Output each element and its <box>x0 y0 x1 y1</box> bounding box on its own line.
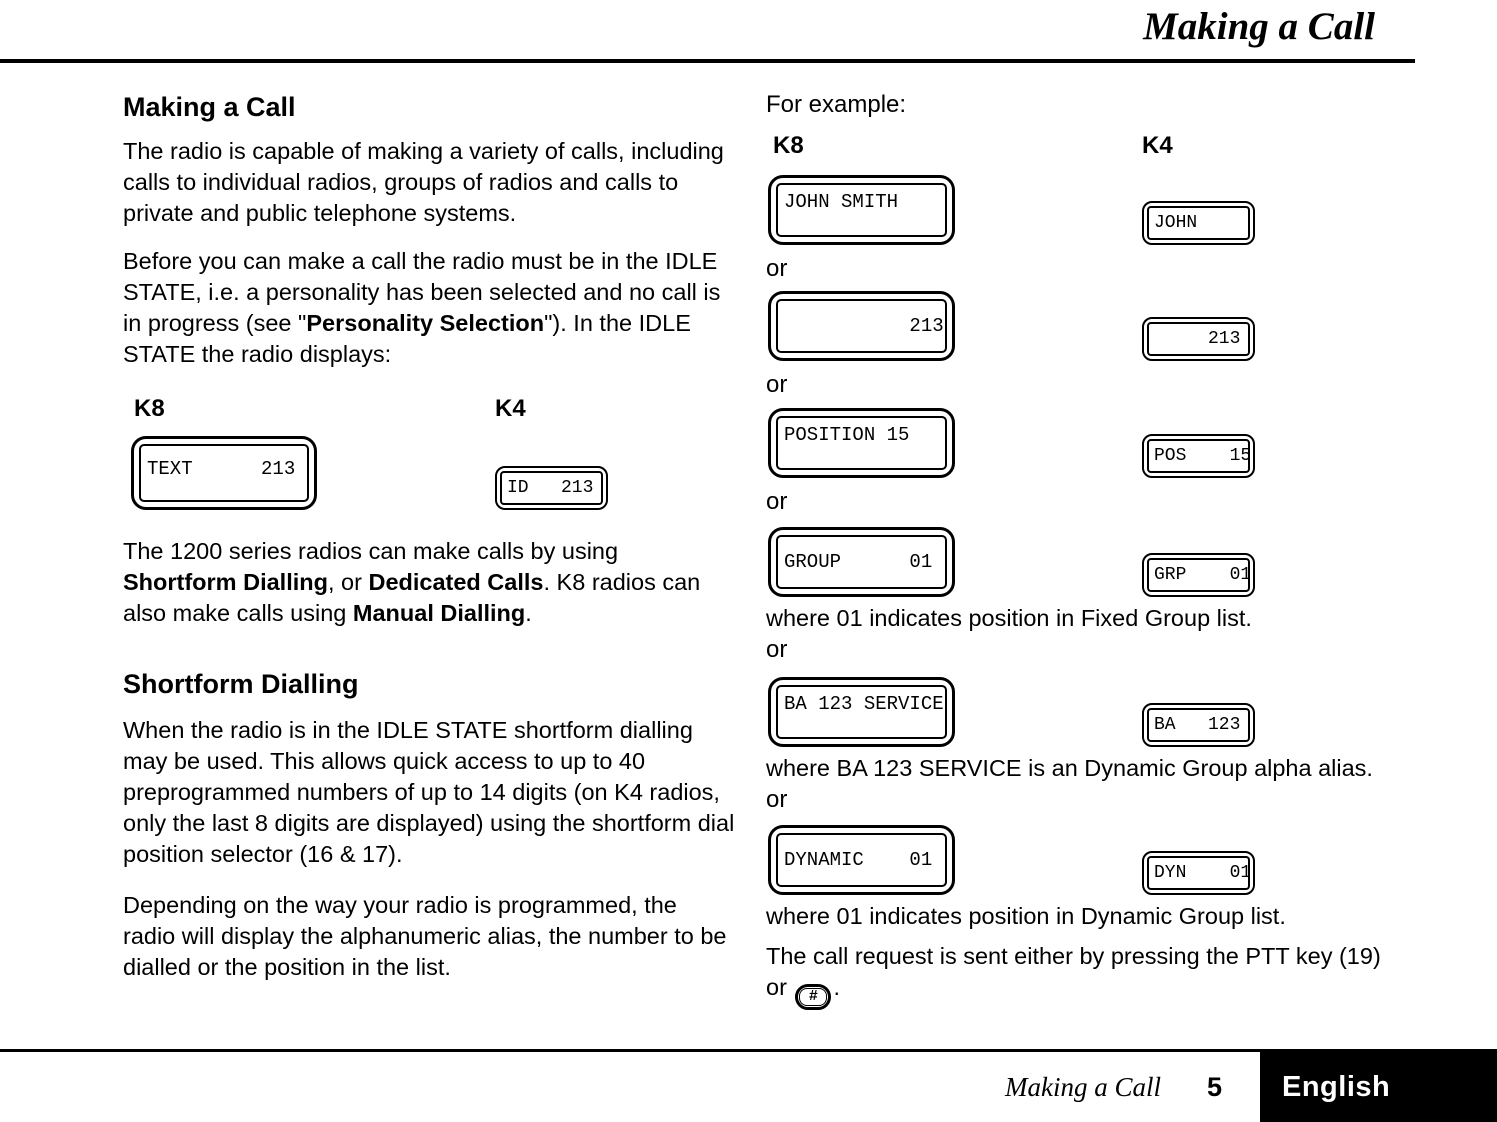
display-screen: POSITION 15 <box>776 416 947 470</box>
display-text: POS 15 <box>1154 446 1250 466</box>
paragraph-call-types: The 1200 series radios can make calls by… <box>123 538 701 626</box>
display-screen: DYNAMIC 01 <box>776 833 947 887</box>
example-row-fixed-group: GROUP 01 GRP 01 <box>766 527 1382 597</box>
example-row-alias: JOHN SMITH JOHN <box>766 175 1382 245</box>
footer-chapter-title: Making a Call <box>1004 1071 1161 1102</box>
display-text: JOHN <box>1154 213 1198 233</box>
paragraph-call-request: The call request is sent either by press… <box>766 941 1382 1010</box>
display-screen: GROUP 01 <box>776 535 947 589</box>
example-row-dynamic-alias: BA 123 SERVICE BA 123 <box>766 677 1382 747</box>
k8-label: K8 <box>134 395 165 422</box>
idle-display-row: TEXT 213 ID 213 <box>123 436 735 510</box>
k4-label: K4 <box>495 395 526 422</box>
radio-display-k8: DYNAMIC 01 <box>768 825 955 895</box>
display-screen: GRP 01 <box>1147 558 1250 592</box>
display-text: 213 <box>784 315 944 337</box>
display-text: 213 <box>1154 329 1241 349</box>
paragraph-intro: The radio is capable of making a variety… <box>123 138 724 226</box>
column-right: For example: K8 K4 JOHN SMITH JOHN or 21… <box>766 88 1382 1010</box>
display-screen: POS 15 <box>1147 439 1250 473</box>
display-screen: ID 213 <box>500 471 603 505</box>
radio-display-k4: BA 123 <box>1142 703 1255 747</box>
display-screen: BA 123 <box>1147 708 1250 742</box>
note-dynamic-alias: where BA 123 SERVICE is an Dynamic Group… <box>766 755 1373 781</box>
section-heading-shortform-dialling: Shortform Dialling <box>123 669 359 699</box>
display-text: BA 123 <box>1154 715 1241 735</box>
or-label: or <box>766 255 788 282</box>
display-text: DYNAMIC 01 <box>784 849 933 871</box>
page-header-title: Making a Call <box>1143 5 1375 48</box>
example-row-number: 213 213 <box>766 291 1382 361</box>
display-screen: BA 123 SERVICE <box>776 685 947 739</box>
or-label: or <box>766 786 788 813</box>
radio-display-k4: JOHN <box>1142 201 1255 245</box>
display-labels-row: K8 K4 <box>123 396 735 422</box>
display-text: TEXT 213 <box>147 458 296 480</box>
footer-page-number: 5 <box>1206 1071 1222 1102</box>
display-labels-row: K8 K4 <box>766 133 1382 159</box>
display-screen: JOHN <box>1147 206 1250 240</box>
example-row-dynamic-group: DYNAMIC 01 DYN 01 <box>766 825 1382 895</box>
paragraph-shortform-2: Depending on the way your radio is progr… <box>123 892 727 980</box>
example-row-position: POSITION 15 POS 15 <box>766 408 1382 478</box>
k8-label: K8 <box>773 132 804 159</box>
paragraph-idle-state: Before you can make a call the radio mus… <box>123 248 721 367</box>
display-screen: TEXT 213 <box>139 444 309 502</box>
or-label: or <box>766 371 788 398</box>
or-label: or <box>766 636 788 663</box>
page-footer: Making a Call 5 English <box>0 1049 1497 1122</box>
radio-display-k8: BA 123 SERVICE <box>768 677 955 747</box>
radio-display-k8-idle: TEXT 213 <box>131 436 317 510</box>
display-screen: 213 <box>1147 322 1250 356</box>
footer-language-tab: English <box>1260 1052 1497 1122</box>
header-rule <box>0 59 1415 63</box>
radio-display-k4: GRP 01 <box>1142 553 1255 597</box>
display-text: GROUP 01 <box>784 551 933 573</box>
radio-display-k8: 213 <box>768 291 955 361</box>
radio-display-k4: POS 15 <box>1142 434 1255 478</box>
for-example-label: For example: <box>766 91 907 118</box>
radio-display-k4-idle: ID 213 <box>495 466 608 510</box>
display-screen: DYN 01 <box>1147 856 1250 890</box>
section-heading-making-a-call: Making a Call <box>123 92 296 122</box>
note-fixed-group: where 01 indicates position in Fixed Gro… <box>766 605 1252 631</box>
note-dynamic-group: where 01 indicates position in Dynamic G… <box>766 903 1286 929</box>
paragraph-shortform-1: When the radio is in the IDLE STATE shor… <box>123 717 735 867</box>
display-text: POSITION 15 <box>784 424 910 446</box>
radio-display-k4: DYN 01 <box>1142 851 1255 895</box>
display-screen: 213 <box>776 299 947 353</box>
display-text: DYN 01 <box>1154 863 1250 883</box>
or-label: or <box>766 488 788 515</box>
hash-key-icon: # <box>795 983 832 1010</box>
radio-display-k8: GROUP 01 <box>768 527 955 597</box>
display-screen: JOHN SMITH <box>776 183 947 237</box>
radio-display-k8: JOHN SMITH <box>768 175 955 245</box>
radio-display-k8: POSITION 15 <box>768 408 955 478</box>
display-text: ID 213 <box>507 478 594 498</box>
k4-label: K4 <box>1142 132 1173 159</box>
column-left: Making a Call The radio is capable of ma… <box>123 88 735 983</box>
display-text: BA 123 SERVICE <box>784 693 944 715</box>
display-text: GRP 01 <box>1154 565 1250 585</box>
radio-display-k4: 213 <box>1142 317 1255 361</box>
display-text: JOHN SMITH <box>784 191 899 213</box>
